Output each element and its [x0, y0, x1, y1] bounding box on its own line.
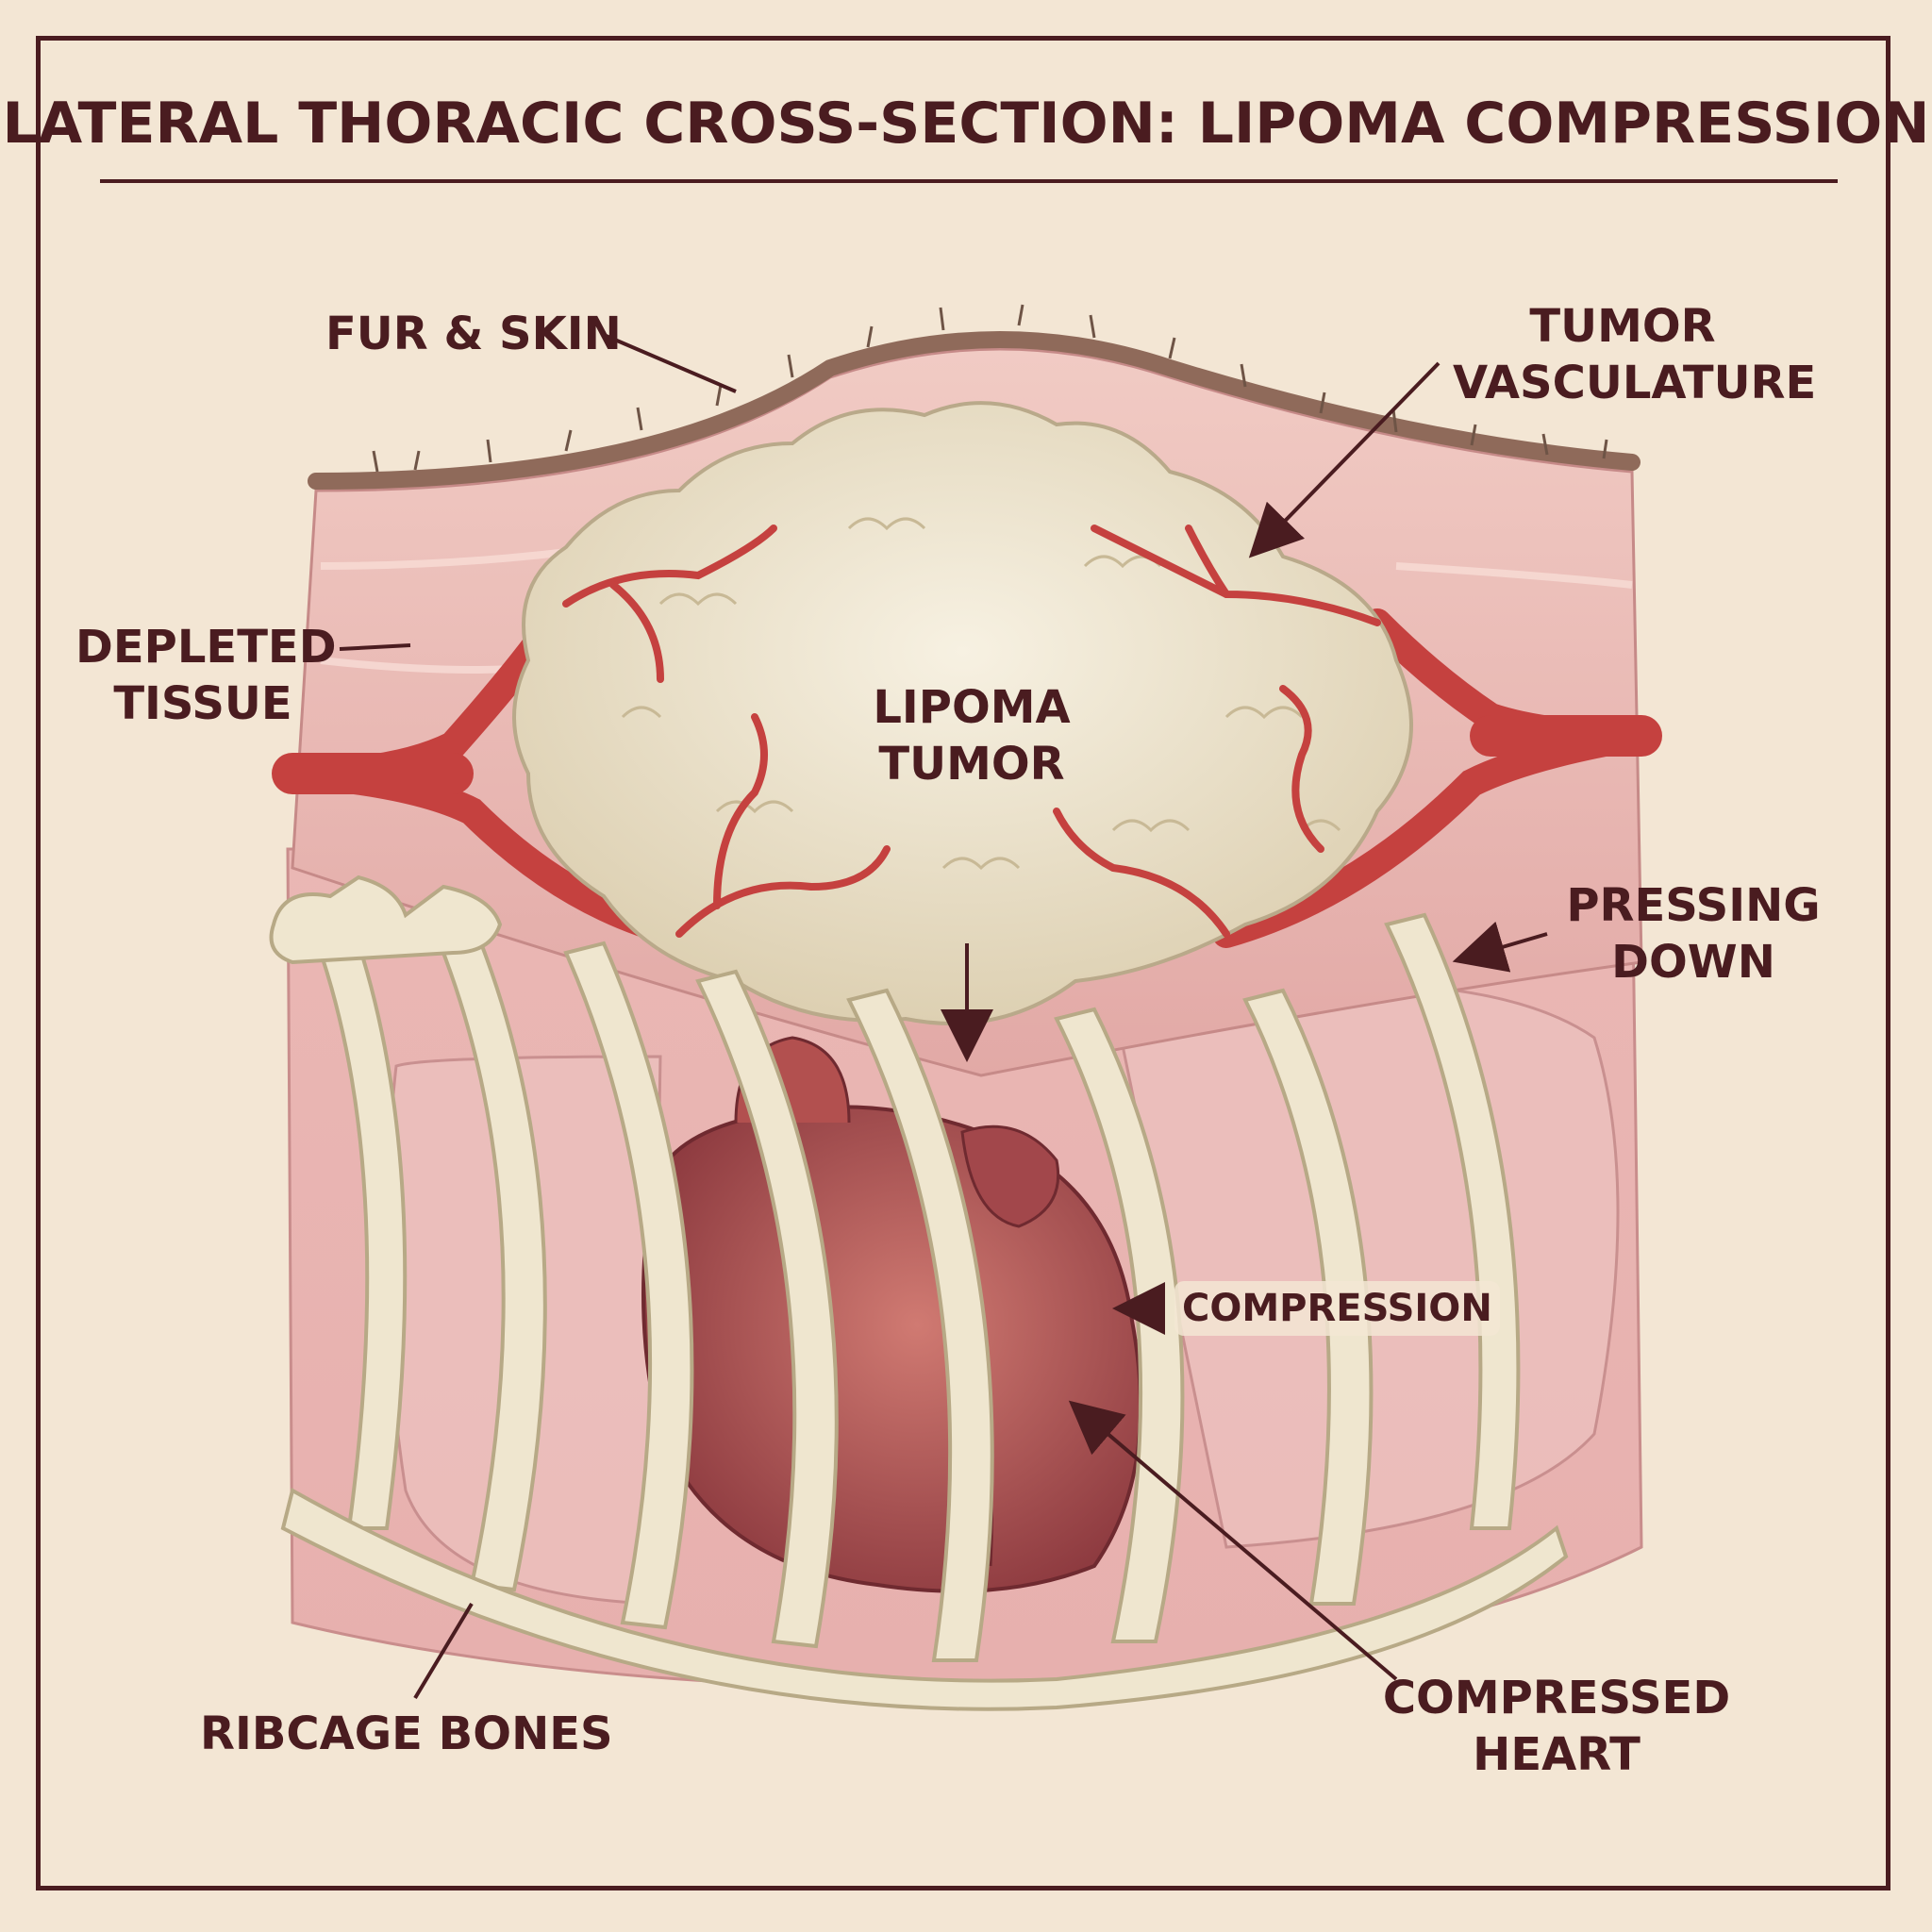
fur-strands: [372, 304, 1608, 473]
fur-strand: [939, 307, 945, 331]
fur-strand: [1240, 363, 1247, 388]
label-tumor-vasculature: TUMOR VASCULATURE: [1453, 300, 1817, 409]
tumor-vessel: [1279, 685, 1324, 853]
fur-strand: [1319, 391, 1326, 414]
label-compression: COMPRESSION: [1174, 1281, 1500, 1336]
tumor-lobule-line: [941, 857, 1021, 871]
tumor-lobule-line: [658, 592, 738, 607]
label-pressing-down: PRESSING DOWN: [1566, 879, 1821, 989]
heart-atrium: [960, 1124, 1060, 1228]
tumor-vessel: [1185, 525, 1230, 598]
fur-strand: [1541, 433, 1549, 456]
fur-strand: [1089, 314, 1096, 339]
fur-strand: [1168, 337, 1176, 359]
fur-strand: [787, 354, 794, 378]
outer-frame: [36, 36, 1890, 1890]
compressed-heart-leader: [1068, 1400, 1398, 1681]
pressing-down-leader: [1452, 921, 1548, 973]
fur-skin-leader: [603, 333, 737, 393]
tumor-vessel: [713, 713, 768, 909]
rib: [1242, 988, 1374, 1606]
rib: [695, 969, 839, 1649]
ribcage: [269, 874, 1569, 1711]
rib: [563, 941, 694, 1630]
fur-strand: [413, 450, 421, 471]
fur-strand: [866, 325, 874, 348]
tumor-vessel: [675, 845, 891, 938]
tumor-lobule-line: [715, 800, 794, 814]
fur-strand: [636, 407, 643, 431]
tumor-lobule-line: [621, 706, 662, 719]
sternum: [280, 1487, 1569, 1711]
tumor-lobule-line: [1224, 706, 1304, 720]
rib: [441, 941, 547, 1592]
rib: [1054, 1007, 1185, 1643]
tumor-vasculature-leader: [1248, 361, 1441, 558]
fur-strand: [486, 439, 492, 463]
fur-strand: [1391, 408, 1398, 433]
label-lipoma-tumor: LIPOMA TUMOR: [873, 681, 1071, 791]
rib: [846, 988, 994, 1662]
label-compressed-heart: COMPRESSED HEART: [1382, 1672, 1731, 1781]
tumor-vessel: [609, 581, 664, 683]
rib: [1384, 912, 1521, 1530]
main-vessel: [278, 590, 1656, 948]
diagram-title: LATERAL THORACIC CROSS-SECTION: LIPOMA C…: [2, 91, 1930, 157]
label-fur-skin: FUR & SKIN: [325, 308, 622, 360]
tumor-vessel: [1053, 808, 1230, 938]
depleted-tissue-leader: [339, 643, 411, 651]
title-underline: [100, 179, 1838, 183]
label-ribcage-bones: RIBCAGE BONES: [200, 1707, 613, 1760]
fur-strand: [372, 450, 379, 473]
fur-strand: [1017, 304, 1024, 326]
fur-strand: [564, 429, 573, 452]
tumor-lobule-line: [1111, 819, 1191, 833]
tissue-striation-3: [1395, 562, 1633, 589]
tumor-vessel: [562, 525, 777, 608]
label-depleted-tissue: DEPLETED TISSUE: [75, 621, 337, 730]
tumor-lobule-line: [847, 517, 926, 531]
skin-layer: [308, 331, 1641, 490]
lipoma-tumor: [512, 401, 1413, 1025]
rib: [318, 941, 408, 1530]
fur-strand: [1602, 439, 1608, 459]
tumor-vessels: [562, 525, 1381, 938]
fur-strand: [1470, 424, 1477, 446]
vertebrae: [269, 874, 503, 965]
ribcage-bones-leader: [413, 1602, 474, 1700]
fur-strand: [715, 384, 723, 407]
